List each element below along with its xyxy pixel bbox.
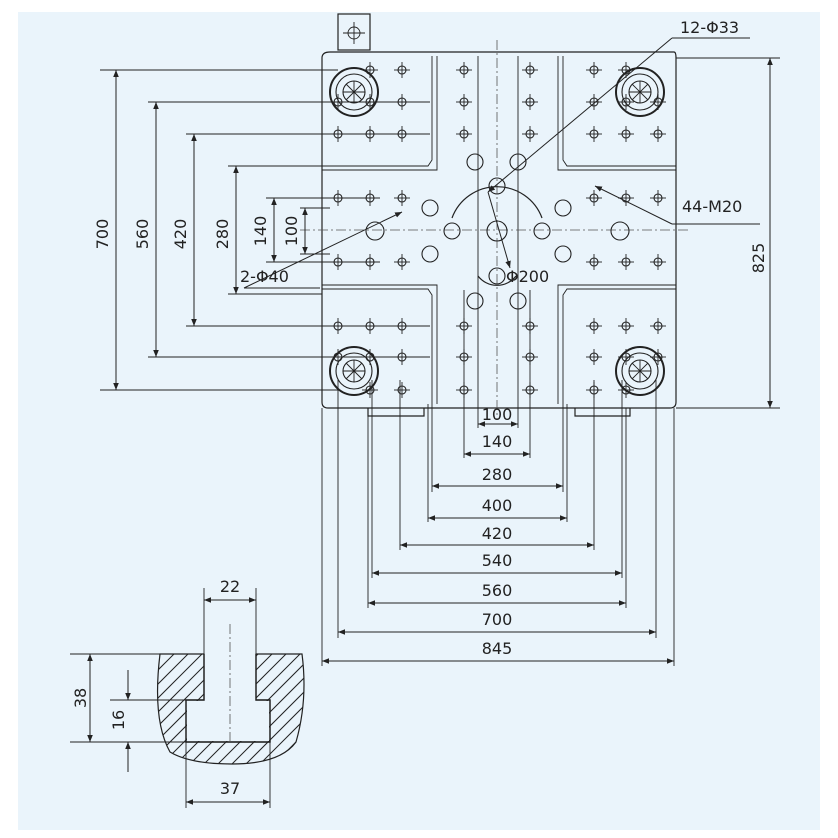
medium-holes — [365, 153, 630, 310]
section-hatch — [201, 654, 304, 764]
dim-h845: 845 — [482, 639, 513, 658]
section-hatch — [215, 654, 304, 764]
horizontal-dimensions: 100 140 280 400 420 540 560 700 845 — [321, 290, 675, 666]
section-hatch — [157, 654, 189, 764]
callout-2-phi40: 2-Φ40 — [240, 267, 289, 286]
callout-phi200: Φ200 — [506, 267, 549, 286]
callout-12-phi33: 12-Φ33 — [680, 18, 739, 37]
dim-280: 280 — [213, 219, 232, 250]
section-hatch — [229, 654, 304, 764]
dim-825: 825 — [749, 243, 768, 274]
dim-h140: 140 — [482, 432, 513, 451]
tie-bar-holes — [329, 67, 665, 396]
dim-h420: 420 — [482, 524, 513, 543]
tslot-dim-22: 22 — [220, 577, 240, 596]
dim-100: 100 — [282, 216, 301, 247]
dim-h100: 100 — [482, 405, 513, 424]
platen-outline — [321, 13, 677, 417]
dim-h280: 280 — [482, 465, 513, 484]
dim-700: 700 — [93, 219, 112, 250]
section-hatch — [243, 654, 304, 764]
dim-h700: 700 — [482, 610, 513, 629]
center-lines — [300, 40, 690, 420]
tslot-dim-38: 38 — [71, 688, 90, 708]
dim-h400: 400 — [482, 496, 513, 515]
section-hatch — [157, 654, 203, 764]
drawing-background — [18, 12, 820, 830]
tslot-dim-37: 37 — [220, 779, 240, 798]
section-hatch — [157, 654, 217, 764]
dim-560: 560 — [133, 219, 152, 250]
dim-h540: 540 — [482, 551, 513, 570]
dim-420: 420 — [171, 219, 190, 250]
tslot-dim-16: 16 — [109, 710, 128, 730]
callouts: 12-Φ33 44-M20 2-Φ40 Φ200 — [240, 18, 760, 289]
callout-44-m20: 44-M20 — [682, 197, 742, 216]
vertical-dimensions: 700 560 420 280 140 100 825 — [93, 57, 780, 409]
dim-h560: 560 — [482, 581, 513, 600]
dim-140: 140 — [251, 216, 270, 247]
